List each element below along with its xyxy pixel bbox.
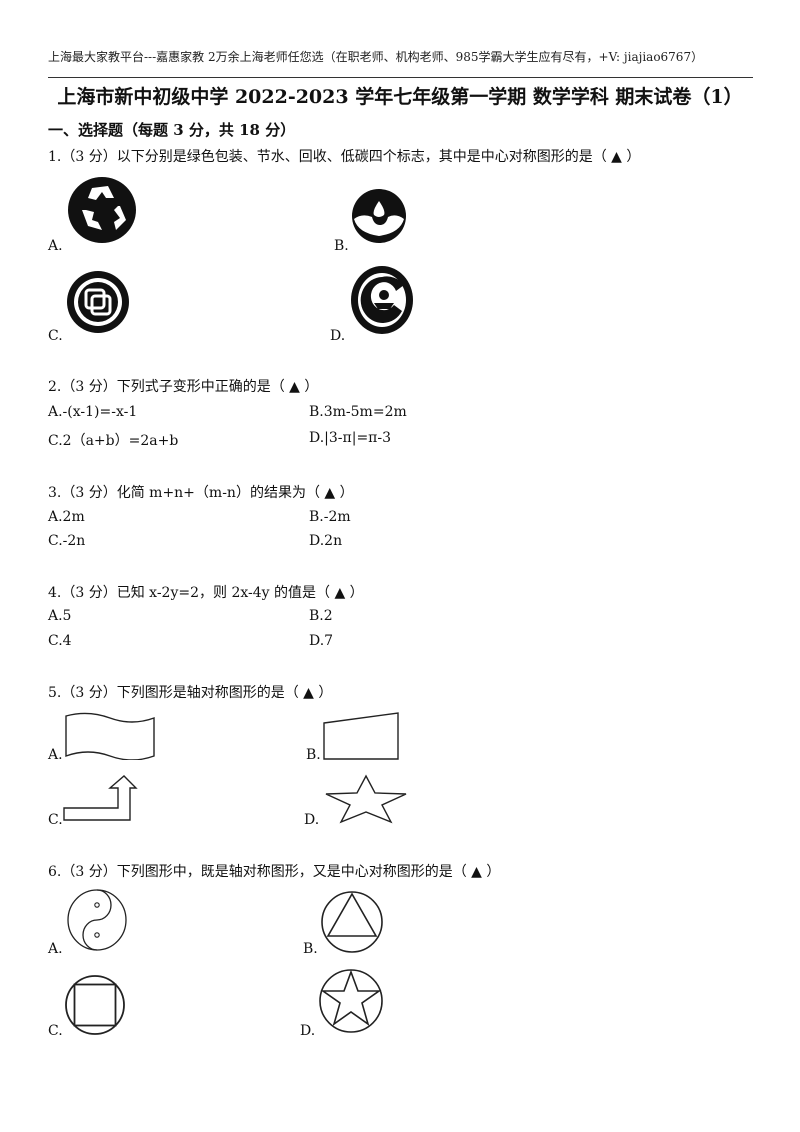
q2-option-d: D.|3-π|=π-3	[309, 430, 392, 446]
q3-option-c: C.-2n	[48, 533, 86, 549]
q5-option-a: A.	[48, 747, 63, 763]
question-6-stem: 6.（3 分）下列图形中，既是轴对称图形，又是中心对称图形的是（ ▲ ）	[48, 864, 501, 880]
recycle-logo-figure	[68, 177, 136, 243]
q1-option-b: B.	[334, 238, 349, 254]
q1-option-c: C.	[48, 328, 63, 344]
question-4-stem: 4.（3 分）已知 x-2y=2，则 2x-4y 的值是（ ▲ ）	[48, 585, 364, 601]
circle-square-figure	[65, 975, 125, 1035]
q4-option-a: A.5	[48, 608, 72, 624]
trapezoid-figure	[323, 712, 399, 760]
question-3-stem: 3.（3 分）化简 m+n+（m-n）的结果为（ ▲ ）	[48, 485, 354, 501]
q1-option-a: A.	[48, 238, 63, 254]
q3-option-b: B.-2m	[309, 509, 351, 525]
header-note: 上海最大家教平台---嘉惠家教 2万余上海老师任您选（在职老师、机构老师、985…	[48, 50, 704, 64]
question-1-stem: 1.（3 分）以下分别是绿色包装、节水、回收、低碳四个标志，其中是中心对称图形的…	[48, 149, 641, 165]
q5-option-c: C.	[48, 812, 63, 828]
q2-option-c: C.2（a+b）=2a+b	[48, 433, 179, 449]
recycle-symbol-logo-figure	[67, 271, 129, 333]
circle-star-figure	[319, 969, 383, 1033]
q4-option-d: D.7	[309, 633, 334, 649]
page-title: 上海市新中初级中学 2022-2023 学年七年级第一学期 数学学科 期末试卷（…	[57, 86, 743, 108]
q6-option-b: B.	[303, 941, 318, 957]
q6-option-d: D.	[300, 1023, 316, 1039]
q4-option-c: C.4	[48, 633, 72, 649]
q2-option-a: A.-(x-1)=-x-1	[48, 404, 138, 420]
five-point-star-figure	[325, 774, 407, 824]
question-2-stem: 2.（3 分）下列式子变形中正确的是（ ▲ ）	[48, 379, 319, 395]
q5-option-b: B.	[306, 747, 321, 763]
q5-option-d: D.	[304, 812, 320, 828]
section-heading: 一、选择题（每题 3 分，共 18 分）	[48, 121, 296, 139]
q2-option-b: B.3m-5m=2m	[309, 404, 407, 420]
low-carbon-logo-figure	[351, 266, 413, 334]
q3-option-a: A.2m	[48, 509, 85, 525]
wavy-flag-figure	[65, 712, 155, 760]
q6-option-c: C.	[48, 1023, 63, 1039]
q1-option-d: D.	[330, 328, 346, 344]
q3-option-d: D.2n	[309, 533, 343, 549]
circle-triangle-figure	[321, 891, 383, 953]
bent-arrow-figure	[63, 775, 138, 821]
question-5-stem: 5.（3 分）下列图形是轴对称图形的是（ ▲ ）	[48, 685, 333, 701]
q4-option-b: B.2	[309, 608, 333, 624]
q6-option-a: A.	[48, 941, 63, 957]
water-saving-logo-figure	[352, 189, 406, 243]
header-divider	[48, 77, 753, 78]
yin-yang-figure	[67, 889, 127, 951]
